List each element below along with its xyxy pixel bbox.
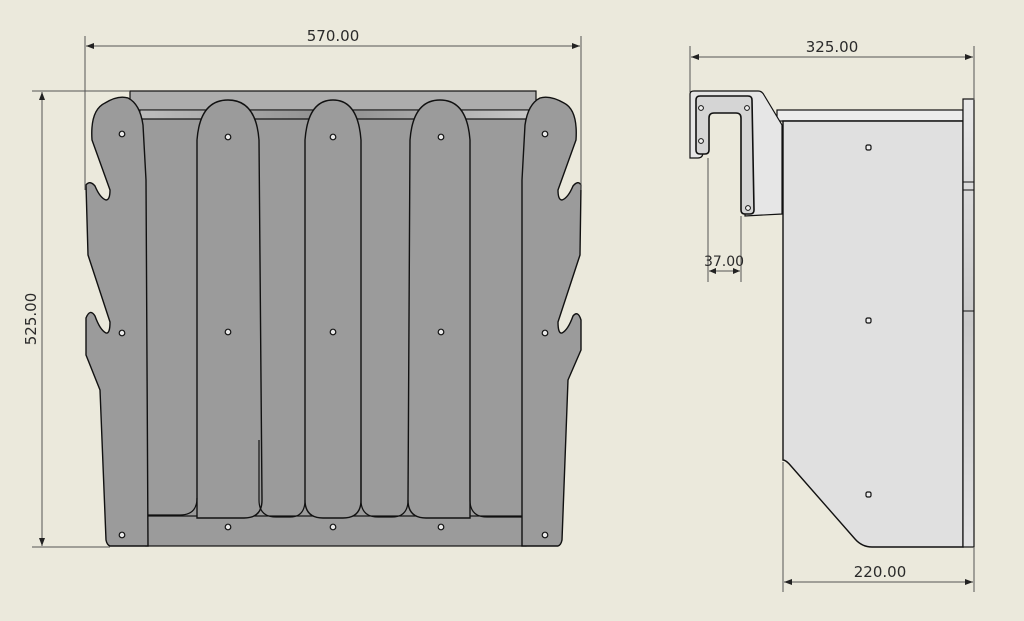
mounting-holes: [118, 130, 549, 539]
dimension-height-525: [32, 90, 130, 548]
dimension-depth-325: [689, 46, 975, 100]
dimension-base-220: [782, 462, 975, 592]
wall-plate: [962, 98, 975, 548]
dimension-label-hook: 37.00: [704, 254, 744, 270]
side-panel: [782, 120, 964, 548]
dimension-hook-37: [707, 158, 742, 282]
hook-profile: [695, 95, 755, 215]
slot-3: [360, 440, 409, 518]
dimension-label-depth: 325.00: [806, 38, 859, 56]
front-view: [85, 90, 582, 547]
finger-4: [407, 99, 471, 519]
dimension-width-570: [84, 36, 582, 190]
slot-1: [145, 497, 198, 518]
dimension-label-base: 220.00: [854, 563, 907, 581]
finger-2: [196, 99, 263, 519]
side-top-rail: [776, 109, 964, 122]
right-side-plate: [521, 96, 582, 547]
slot-2: [258, 440, 306, 518]
dimension-label-height: 525.00: [22, 293, 40, 346]
slot-4: [469, 440, 522, 518]
side-view: [689, 90, 975, 548]
side-mounting-holes: [865, 144, 872, 498]
finger-3: [304, 99, 362, 519]
dimension-label-width: 570.00: [307, 27, 360, 45]
base-strip: [145, 515, 527, 547]
left-side-plate: [85, 96, 149, 547]
